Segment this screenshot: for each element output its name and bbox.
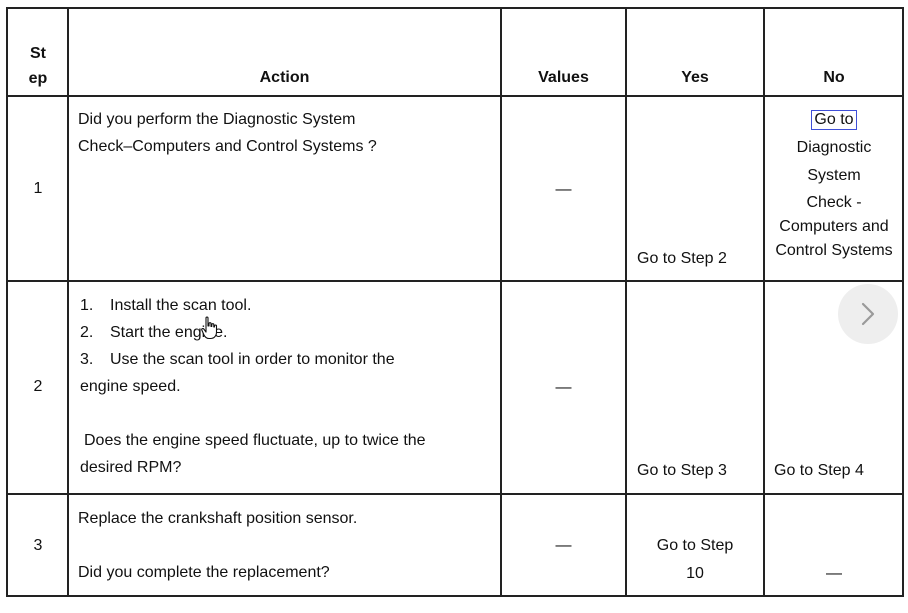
hand-pointer-icon xyxy=(201,316,218,340)
header-action: Action xyxy=(259,69,310,86)
row2-question-line-2: desired RPM? xyxy=(80,459,182,476)
next-page-button[interactable] xyxy=(838,284,898,344)
diagnostic-table: St ep Action Values Yes No 1 Did you per… xyxy=(6,7,904,597)
row2-item-3-number: 3. xyxy=(80,351,94,368)
chevron-right-icon xyxy=(861,302,875,326)
row2-action-item-1: 1. Install the scan tool. xyxy=(80,292,498,319)
row2-item-3-text: Use the scan tool in order to monitor th… xyxy=(110,351,395,368)
header-yes: Yes xyxy=(681,69,709,86)
row2-values: — xyxy=(555,379,572,396)
row2-action-item-2: 2. Start the engine. xyxy=(80,319,498,346)
row3-yes-line-2[interactable]: 10 xyxy=(686,565,704,582)
header-step-line-1: St xyxy=(30,45,46,62)
row2-item-1-number: 1. xyxy=(80,297,94,314)
row2-item-2-text: Start the engine. xyxy=(110,324,228,341)
row2-action-continuation: engine speed. xyxy=(80,378,181,395)
header-no: No xyxy=(823,69,845,86)
table-grid xyxy=(6,7,904,597)
row1-no-line-2[interactable]: System xyxy=(807,167,861,184)
row2-action: 1. Install the scan tool. 2. Start the eng… xyxy=(80,292,498,481)
row1-no-line-1[interactable]: Diagnostic xyxy=(796,139,872,156)
row2-item-2-number: 2. xyxy=(80,324,94,341)
row1-action: Did you perform the Diagnostic System Ch… xyxy=(78,106,498,160)
row2-action-item-3: 3. Use the scan tool in order to monitor … xyxy=(80,346,498,373)
header-step: St ep xyxy=(8,41,68,91)
row3-action-line: Replace the crankshaft position sensor. xyxy=(78,510,358,527)
row2-step: 2 xyxy=(33,378,43,395)
row1-no-line-3[interactable]: Check - xyxy=(806,194,862,211)
row3-question: Did you complete the replacement? xyxy=(78,564,330,581)
row3-values: — xyxy=(555,537,572,554)
row1-action-line-1: Did you perform the Diagnostic System xyxy=(78,111,356,128)
row3-action: Replace the crankshaft position sensor. … xyxy=(78,505,498,586)
header-values: Values xyxy=(538,69,589,86)
row1-no-line-5[interactable]: Control Systems xyxy=(775,242,893,259)
row1-values: — xyxy=(555,181,572,198)
row3-yes[interactable]: Go to Step 10 xyxy=(626,532,764,588)
row2-blank-line xyxy=(80,400,498,427)
header-step-line-2: ep xyxy=(28,70,48,87)
row1-no: Go to Diagnostic System Check - Computer… xyxy=(764,106,904,264)
row1-no-link-go-to[interactable]: Go to xyxy=(811,110,857,130)
row3-step: 3 xyxy=(33,537,43,554)
row3-blank-line xyxy=(78,532,498,559)
row3-no: — xyxy=(826,565,842,582)
row1-no-line-4[interactable]: Computers and xyxy=(779,218,889,235)
row3-yes-line-1[interactable]: Go to Step xyxy=(656,537,734,554)
row1-step: 1 xyxy=(33,180,43,197)
row2-question-line-1: Does the engine speed fluctuate, up to t… xyxy=(84,432,426,449)
row1-action-line-2: Check–Computers and Control Systems ? xyxy=(78,138,377,155)
row2-no[interactable]: Go to Step 4 xyxy=(774,462,864,479)
row2-item-1-text: Install the scan tool. xyxy=(110,297,252,314)
row1-yes[interactable]: Go to Step 2 xyxy=(637,250,727,267)
row2-yes[interactable]: Go to Step 3 xyxy=(637,462,727,479)
